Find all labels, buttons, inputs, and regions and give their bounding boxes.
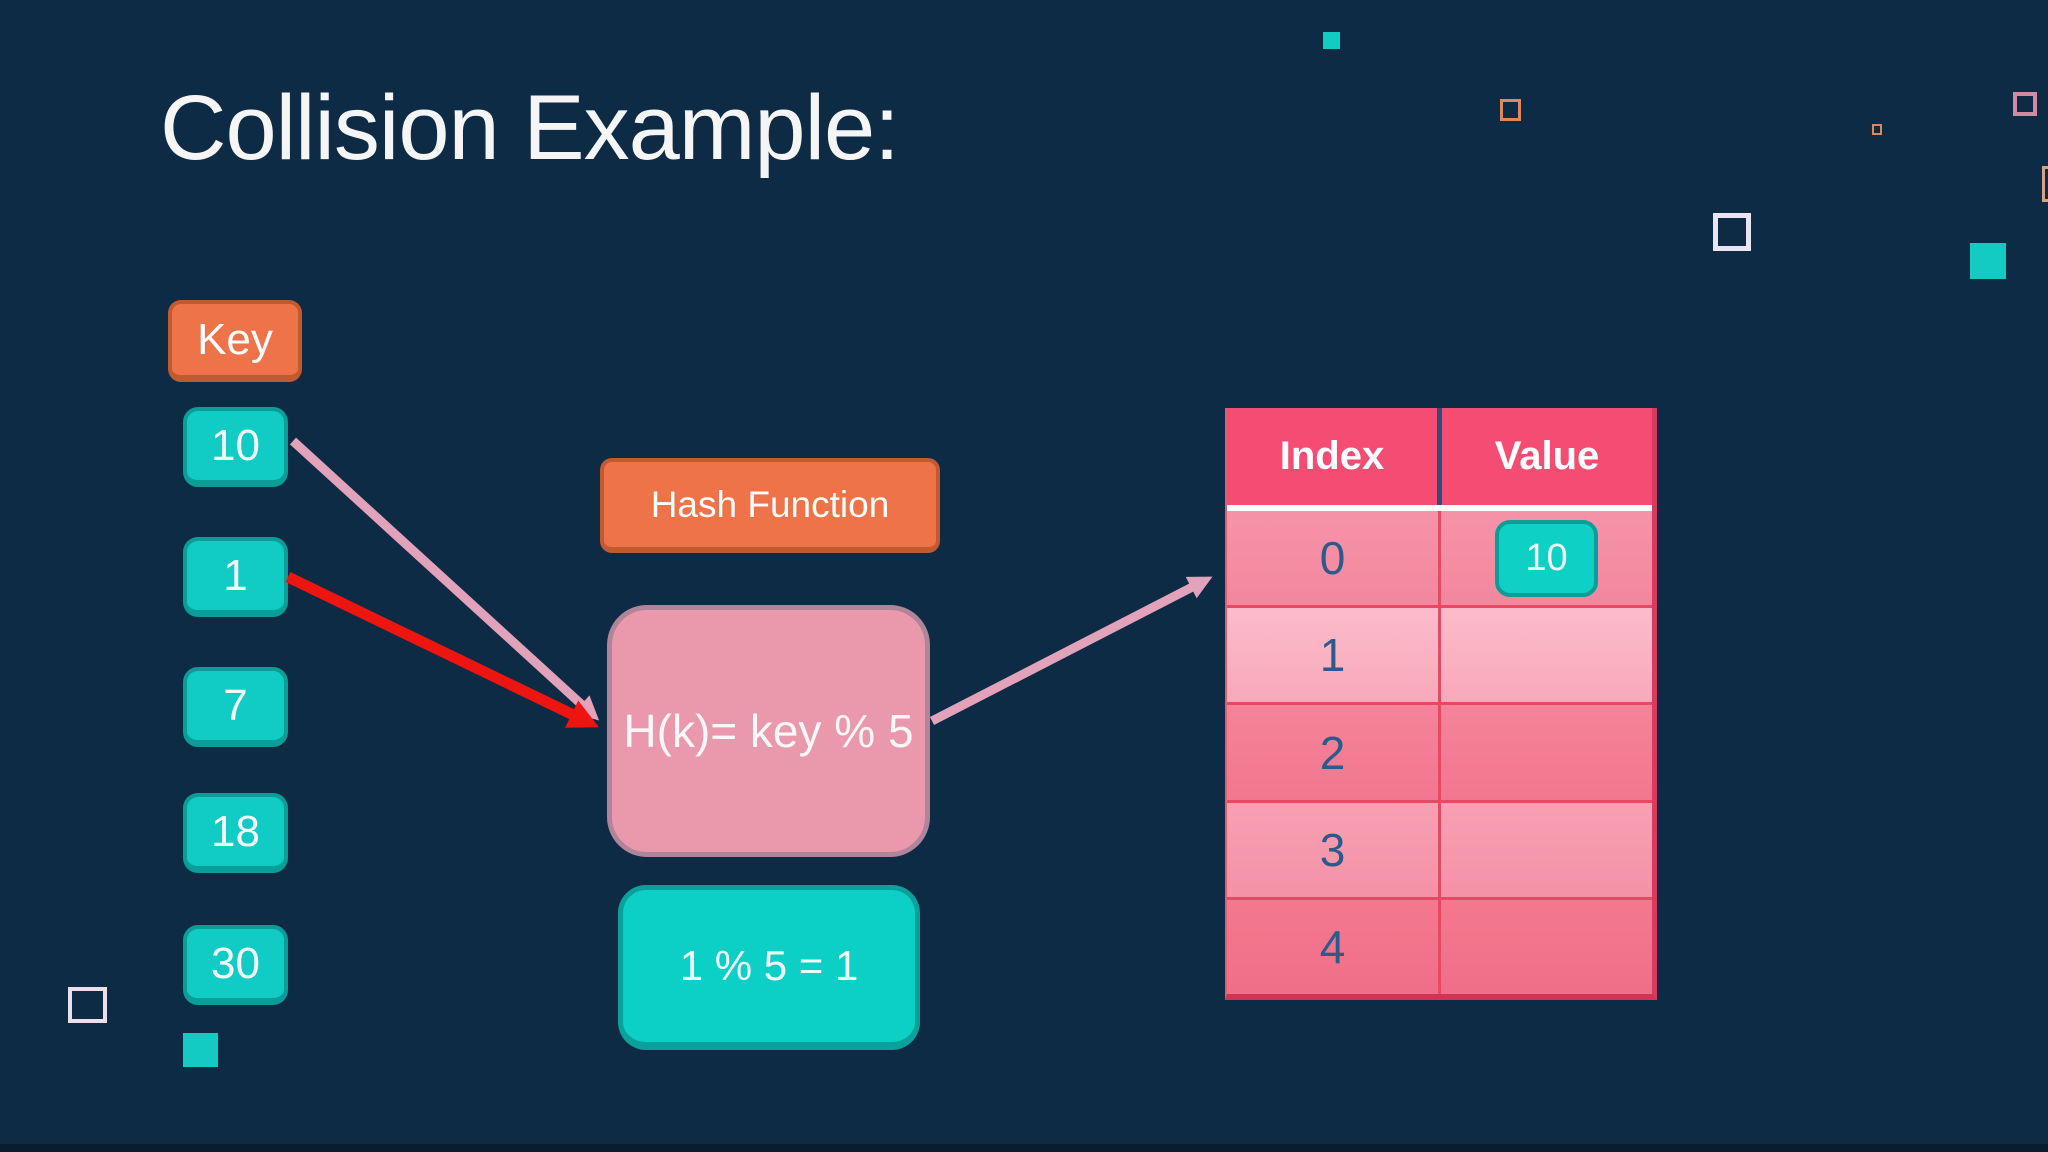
hash-function-label: Hash Function <box>650 483 890 525</box>
value-cell <box>1441 803 1652 897</box>
decorative-square-white-outline <box>1713 213 1751 251</box>
decorative-square-teal <box>1970 243 2006 279</box>
decorative-square-tan-outline-clipped <box>2042 166 2048 202</box>
key-value: 18 <box>211 806 260 856</box>
hash-function-label-box: Hash Function <box>600 458 940 553</box>
hash-formula: H(k)= key % 5 <box>623 705 914 757</box>
decorative-square-orange-outline <box>1500 99 1521 121</box>
decorative-square-white-outline <box>68 987 107 1023</box>
index-cell: 1 <box>1227 608 1441 703</box>
table-header-index: Index <box>1227 408 1442 505</box>
index-cell: 2 <box>1227 705 1441 800</box>
value-cell <box>1441 705 1652 799</box>
arrow-key1-to-hash <box>285 572 599 728</box>
key-value: 1 <box>223 550 248 600</box>
table-row: 0 10 <box>1227 511 1652 606</box>
value-cell <box>1441 900 1652 994</box>
key-value: 30 <box>211 938 260 988</box>
key-box-18: 18 <box>183 793 288 873</box>
arrow-key10-to-hash <box>289 437 600 721</box>
arrow-hash-to-index0 <box>929 576 1213 726</box>
decorative-square-orange-outline-small <box>1872 124 1882 135</box>
hash-computation: 1 % 5 = 1 <box>679 942 859 989</box>
index-cell: 0 <box>1227 511 1441 606</box>
page-title: Collision Example: <box>160 77 900 179</box>
hash-table: Index Value 0 10 1 2 3 4 <box>1225 408 1657 1000</box>
key-box-7: 7 <box>183 667 288 747</box>
decorative-square-teal <box>183 1033 218 1067</box>
table-row: 2 <box>1227 702 1652 800</box>
value-box-10: 10 <box>1495 519 1598 597</box>
decorative-square-teal <box>1323 32 1340 49</box>
table-row: 3 <box>1227 799 1652 897</box>
bottom-edge-band <box>0 1144 2048 1152</box>
index-cell: 4 <box>1227 899 1441 995</box>
table-header-row: Index Value <box>1227 408 1652 511</box>
index-cell: 3 <box>1227 802 1441 897</box>
value-cell: 10 <box>1441 511 1652 605</box>
hash-computation-box: 1 % 5 = 1 <box>618 885 920 1050</box>
key-box-1: 1 <box>183 537 288 617</box>
hash-formula-box: H(k)= key % 5 <box>607 605 930 857</box>
key-box-30: 30 <box>183 925 288 1005</box>
key-column-header: Key <box>168 300 302 382</box>
key-header-label: Key <box>197 314 273 364</box>
table-row: 1 <box>1227 605 1652 703</box>
decorative-square-pink-outline <box>2013 92 2037 116</box>
key-box-10: 10 <box>183 407 288 487</box>
table-header-value: Value <box>1494 434 1600 478</box>
key-value: 7 <box>223 680 248 730</box>
table-row: 4 <box>1227 896 1652 995</box>
value-cell <box>1441 608 1652 702</box>
key-value: 10 <box>211 420 260 470</box>
